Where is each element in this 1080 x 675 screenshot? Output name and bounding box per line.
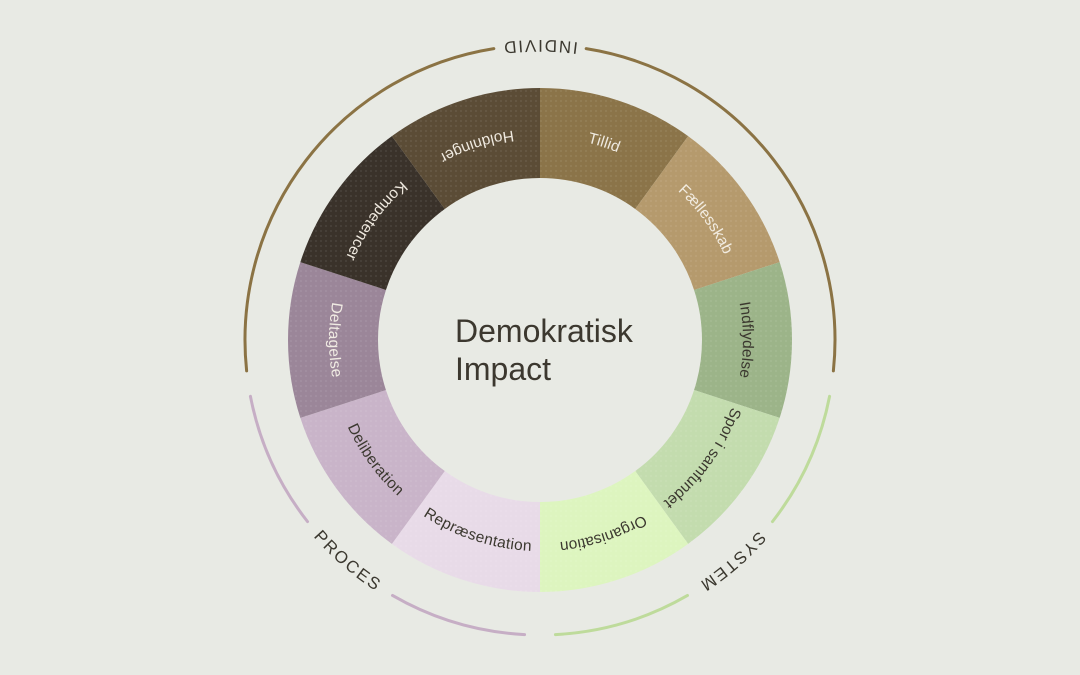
- group-arcs-group: [243, 47, 837, 637]
- group-label-system: SYSTEM: [696, 528, 770, 596]
- group-arc-system-left: [770, 394, 832, 524]
- group-arc-system-right: [553, 593, 689, 637]
- ring-segment-texture-deltagelse: [288, 262, 386, 418]
- ring-segments-group: [288, 88, 793, 592]
- ring-segment-texture-holdninger: [391, 88, 540, 209]
- ring-segment-texture-organisation: [540, 471, 689, 592]
- center-title-line2: Impact: [455, 351, 551, 387]
- ring-segment-texture-deliberation: [300, 390, 445, 544]
- segment-label-deltagelse: Deltagelse: [325, 301, 345, 379]
- group-arc-individ-right: [584, 47, 837, 373]
- group-label-proces: PROCES: [310, 527, 385, 596]
- group-arc-proces-left: [391, 593, 527, 637]
- ring-segment-texture-repraesentation: [391, 471, 540, 592]
- center-title-line1: Demokratisk: [455, 313, 634, 349]
- ring-segment-texture-spor-i-samfundet: [635, 390, 780, 544]
- ring-segment-texture-indflydelse: [694, 262, 793, 418]
- ring-segment-texture-kompetencer: [300, 136, 445, 290]
- group-label-individ: INDIVID: [501, 36, 579, 57]
- ring-segment-texture-tillid: [540, 88, 689, 209]
- ring-segment-texture-faellesskab: [635, 136, 780, 290]
- group-arc-proces-right: [248, 394, 310, 524]
- segment-label-indflydelse: Indflydelse: [736, 300, 756, 379]
- group-arc-individ-left: [243, 47, 496, 373]
